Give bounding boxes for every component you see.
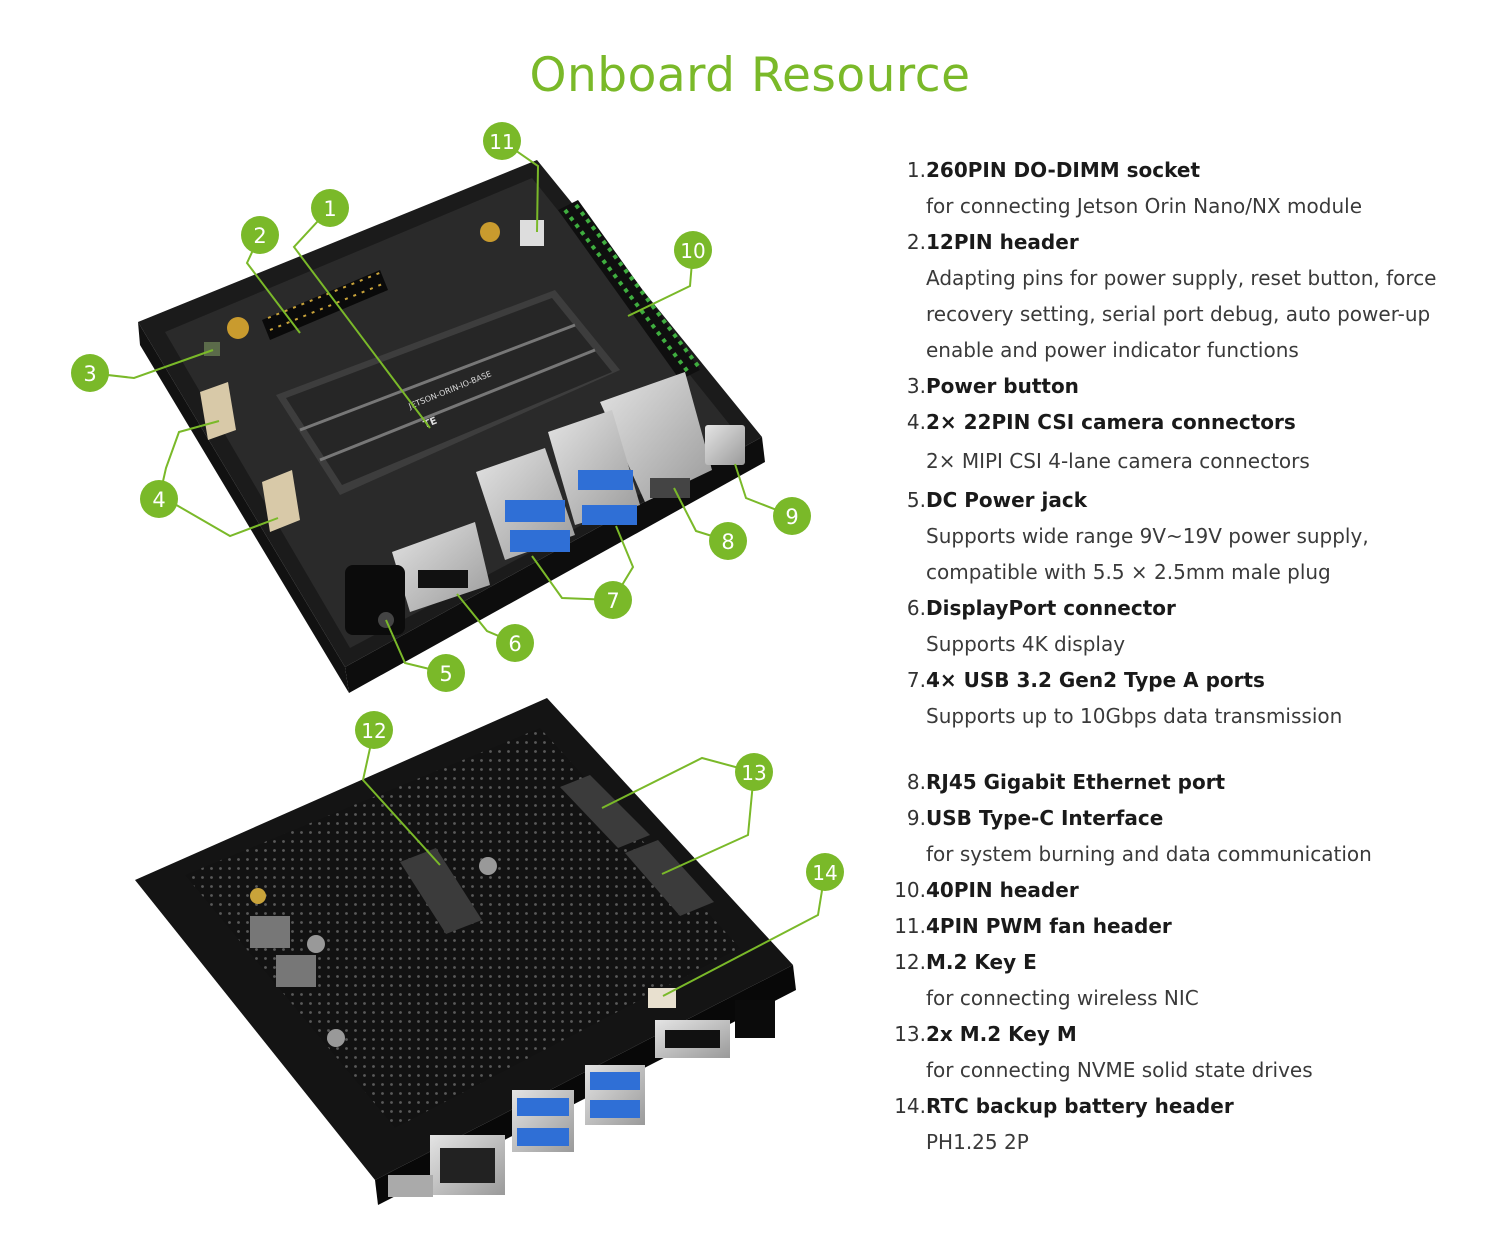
item-title: RJ45 Gigabit Ethernet port — [926, 770, 1226, 794]
item-number: 8. — [906, 770, 926, 794]
item-desc: for connecting Jetson Orin Nano/NX modul… — [926, 194, 1362, 218]
svg-text:9: 9 — [785, 505, 798, 529]
item-number: 11. — [894, 914, 926, 938]
svg-text:10: 10 — [680, 239, 705, 263]
item-desc: compatible with 5.5 × 2.5mm male plug — [926, 560, 1331, 584]
item-number: 9. — [906, 806, 926, 830]
list-item-9: 9. USB Type-C Interface for system burni… — [883, 800, 1483, 872]
item-number: 7. — [906, 668, 926, 692]
list-item-13: 13. 2x M.2 Key M for connecting NVME sol… — [883, 1016, 1483, 1088]
item-desc: Supports up to 10Gbps data transmission — [926, 704, 1343, 728]
item-title: M.2 Key E — [926, 950, 1037, 974]
item-number: 3. — [906, 374, 926, 398]
item-number: 14. — [894, 1094, 926, 1118]
list-item-12: 12. M.2 Key E for connecting wireless NI… — [883, 944, 1483, 1016]
item-desc: for connecting wireless NIC — [926, 986, 1199, 1010]
callout-10: 10 — [674, 231, 712, 269]
callout-11: 11 — [483, 122, 521, 160]
header-40pin — [558, 200, 700, 380]
svg-text:7: 7 — [606, 589, 619, 613]
svg-text:13: 13 — [741, 761, 766, 785]
list-item-7: 7. 4× USB 3.2 Gen2 Type A ports Supports… — [883, 662, 1483, 734]
item-title: 40PIN header — [926, 878, 1079, 902]
list-item-14: 14. RTC backup battery header PH1.25 2P — [883, 1088, 1483, 1160]
list-item-11: 11. 4PIN PWM fan header — [883, 908, 1483, 944]
list-item-10: 10. 40PIN header — [883, 872, 1483, 908]
item-number: 13. — [894, 1022, 926, 1046]
list-spacer — [883, 734, 1483, 764]
item-number: 6. — [906, 596, 926, 620]
callout-9: 9 — [773, 497, 811, 535]
item-desc: Supports wide range 9V~19V power supply, — [926, 524, 1369, 548]
list-item-8: 8. RJ45 Gigabit Ethernet port — [883, 764, 1483, 800]
item-desc: PH1.25 2P — [926, 1130, 1029, 1154]
callout-2: 2 — [241, 216, 279, 254]
list-item-1: 1. 260PIN DO-DIMM socket for connecting … — [883, 152, 1483, 224]
svg-text:8: 8 — [721, 530, 734, 554]
list-item-4: 4. 2× 22PIN CSI camera connectors 2× MIP… — [883, 404, 1483, 482]
callout-4: 4 — [140, 480, 178, 518]
list-item-3: 3. Power button — [883, 368, 1483, 404]
svg-text:5: 5 — [439, 662, 452, 686]
svg-text:2: 2 — [253, 224, 266, 248]
callout-7: 7 — [594, 581, 632, 619]
item-title: Power button — [926, 374, 1079, 398]
list-item-5: 5. DC Power jack Supports wide range 9V~… — [883, 482, 1483, 590]
callout-12: 12 — [355, 711, 393, 749]
item-desc: Adapting pins for power supply, reset bu… — [926, 266, 1437, 290]
callout-5: 5 — [427, 654, 465, 692]
list-item-6: 6. DisplayPort connector Supports 4K dis… — [883, 590, 1483, 662]
item-title: 4× USB 3.2 Gen2 Type A ports — [926, 668, 1265, 692]
svg-text:3: 3 — [83, 362, 96, 386]
callout-6: 6 — [496, 624, 534, 662]
item-desc: 2× MIPI CSI 4-lane camera connectors — [926, 449, 1310, 473]
item-number: 2. — [906, 230, 926, 254]
item-number: 4. — [906, 410, 926, 434]
item-title: 2x M.2 Key M — [926, 1022, 1077, 1046]
svg-text:11: 11 — [489, 130, 514, 154]
item-title: DC Power jack — [926, 488, 1088, 512]
callout-8: 8 — [709, 522, 747, 560]
svg-text:1: 1 — [323, 197, 336, 221]
header-12pin — [262, 270, 388, 340]
item-title: RTC backup battery header — [926, 1094, 1234, 1118]
item-number: 1. — [906, 158, 926, 182]
svg-text:6: 6 — [508, 632, 521, 656]
item-title: 12PIN header — [926, 230, 1079, 254]
resource-list: 1. 260PIN DO-DIMM socket for connecting … — [883, 152, 1483, 1160]
callout-14: 14 — [806, 853, 844, 891]
page-title: Onboard Resource — [529, 48, 971, 103]
item-title: DisplayPort connector — [926, 596, 1176, 620]
item-number: 5. — [906, 488, 926, 512]
item-number: 12. — [894, 950, 926, 974]
callout-13: 13 — [735, 753, 773, 791]
item-desc: for connecting NVME solid state drives — [926, 1058, 1313, 1082]
board-diagram: JETSON-ORIN-IO-BASE TE — [71, 122, 844, 1205]
socket-brand-label: TE — [422, 415, 439, 430]
list-item-2: 2. 12PIN header Adapting pins for power … — [883, 224, 1483, 368]
item-desc: Supports 4K display — [926, 632, 1126, 656]
item-desc: enable and power indicator functions — [926, 338, 1299, 362]
item-title: USB Type-C Interface — [926, 806, 1164, 830]
svg-text:12: 12 — [361, 719, 386, 743]
item-title: 4PIN PWM fan header — [926, 914, 1172, 938]
callout-3: 3 — [71, 354, 109, 392]
svg-text:14: 14 — [812, 861, 837, 885]
item-title: 260PIN DO-DIMM socket — [926, 158, 1201, 182]
item-desc: recovery setting, serial port debug, aut… — [926, 302, 1431, 326]
svg-text:4: 4 — [152, 488, 165, 512]
item-title: 2× 22PIN CSI camera connectors — [926, 410, 1296, 434]
top-board: JETSON-ORIN-IO-BASE TE — [138, 160, 765, 693]
item-number: 10. — [894, 878, 926, 902]
callout-1: 1 — [311, 189, 349, 227]
item-desc: for system burning and data communicatio… — [926, 842, 1372, 866]
bottom-board — [135, 698, 796, 1205]
